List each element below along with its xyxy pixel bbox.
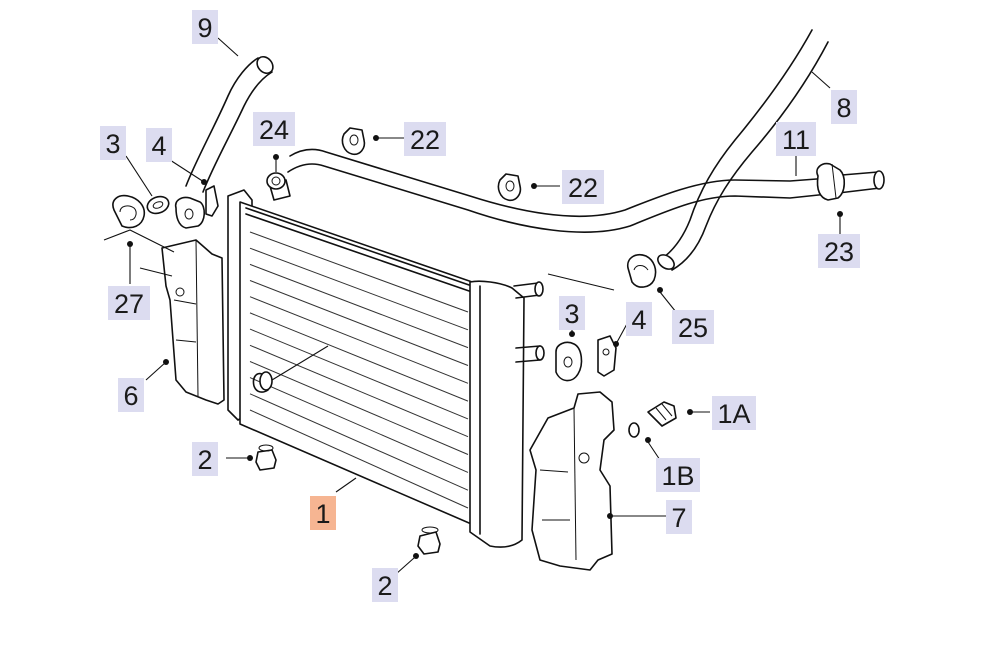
temp-sensor-1A: [647, 401, 693, 427]
callout-25-text: 25: [678, 313, 708, 343]
callout-25: 25: [672, 310, 714, 344]
o-ring-1B: [628, 422, 651, 443]
callout-1: 1: [310, 496, 336, 530]
callout-4-right-text: 4: [631, 305, 646, 335]
radiator-1: [227, 179, 545, 548]
callout-4-left: 4: [146, 128, 172, 162]
callout-3-left: 3: [100, 126, 126, 160]
radiator-fin: [249, 361, 469, 455]
callout-1A-text: 1A: [717, 399, 750, 429]
hose-9: [185, 55, 274, 193]
callout-2-bottom: 2: [372, 568, 398, 602]
radiator-fin: [249, 328, 469, 420]
clamp-22-lower: [497, 173, 537, 202]
radiator-fin: [249, 263, 469, 349]
callout-1-text: 1: [315, 499, 330, 529]
clamp-24: [266, 154, 286, 190]
callout-3-right: 3: [559, 296, 585, 330]
clamp-27: [112, 194, 146, 247]
leader-lines: [103, 37, 841, 575]
callout-24-text: 24: [259, 115, 289, 145]
bracket-4-right: [597, 335, 619, 377]
callout-7: 7: [666, 500, 692, 534]
callout-6: 6: [118, 378, 144, 412]
clamp-25: [626, 253, 663, 293]
radiator-fin: [249, 393, 469, 491]
callout-22-lower-text: 22: [568, 173, 598, 203]
callout-27: 27: [108, 286, 150, 320]
deflector-6: [161, 239, 225, 405]
callout-23: 23: [818, 234, 860, 268]
radiator-fin: [249, 409, 469, 509]
callout-2-bottom-text: 2: [377, 571, 392, 601]
callout-9: 9: [192, 10, 218, 44]
bracket-4-left: [174, 179, 219, 229]
grommet-3-left: [146, 195, 170, 215]
callout-22-lower: 22: [562, 170, 604, 204]
callout-22-upper-text: 22: [410, 125, 440, 155]
callout-7-text: 7: [671, 503, 686, 533]
clamp-22-upper: [341, 127, 379, 156]
callout-24: 24: [253, 112, 295, 146]
callout-22-upper: 22: [404, 122, 446, 156]
callout-11-text: 11: [782, 125, 810, 155]
callout-2-left-text: 2: [197, 445, 212, 475]
radiator-fin: [249, 231, 469, 313]
callout-9-text: 9: [197, 13, 212, 43]
hose-8: [657, 29, 829, 271]
clamp-23: [816, 162, 846, 217]
radiator-fin: [249, 344, 469, 438]
hose-upper-long: [287, 148, 831, 233]
callout-8-text: 8: [836, 93, 851, 123]
callout-1B: 1B: [656, 458, 700, 492]
radiator-fin: [249, 296, 469, 384]
callout-3-right-text: 3: [564, 299, 579, 329]
callout-3-left-text: 3: [105, 129, 120, 159]
callout-4-left-text: 4: [151, 131, 166, 161]
deflector-7: [529, 391, 615, 571]
callout-6-text: 6: [123, 381, 138, 411]
radiator-fin: [249, 247, 469, 331]
callout-1A: 1A: [712, 396, 756, 430]
mount-2-left: [247, 444, 277, 471]
callout-8: 8: [831, 90, 857, 124]
callout-23-text: 23: [824, 237, 854, 267]
radiator-fin: [249, 280, 469, 366]
callout-11: 11: [776, 122, 816, 156]
callout-4-right: 4: [626, 302, 652, 336]
grommet-3-right: [555, 331, 583, 382]
callout-2-left: 2: [192, 442, 218, 476]
radiator-fin: [249, 312, 469, 402]
callout-27-text: 27: [114, 289, 144, 319]
mount-2-bottom: [413, 526, 441, 559]
callout-1B-text: 1B: [661, 461, 694, 491]
radiator-fin: [249, 377, 469, 473]
